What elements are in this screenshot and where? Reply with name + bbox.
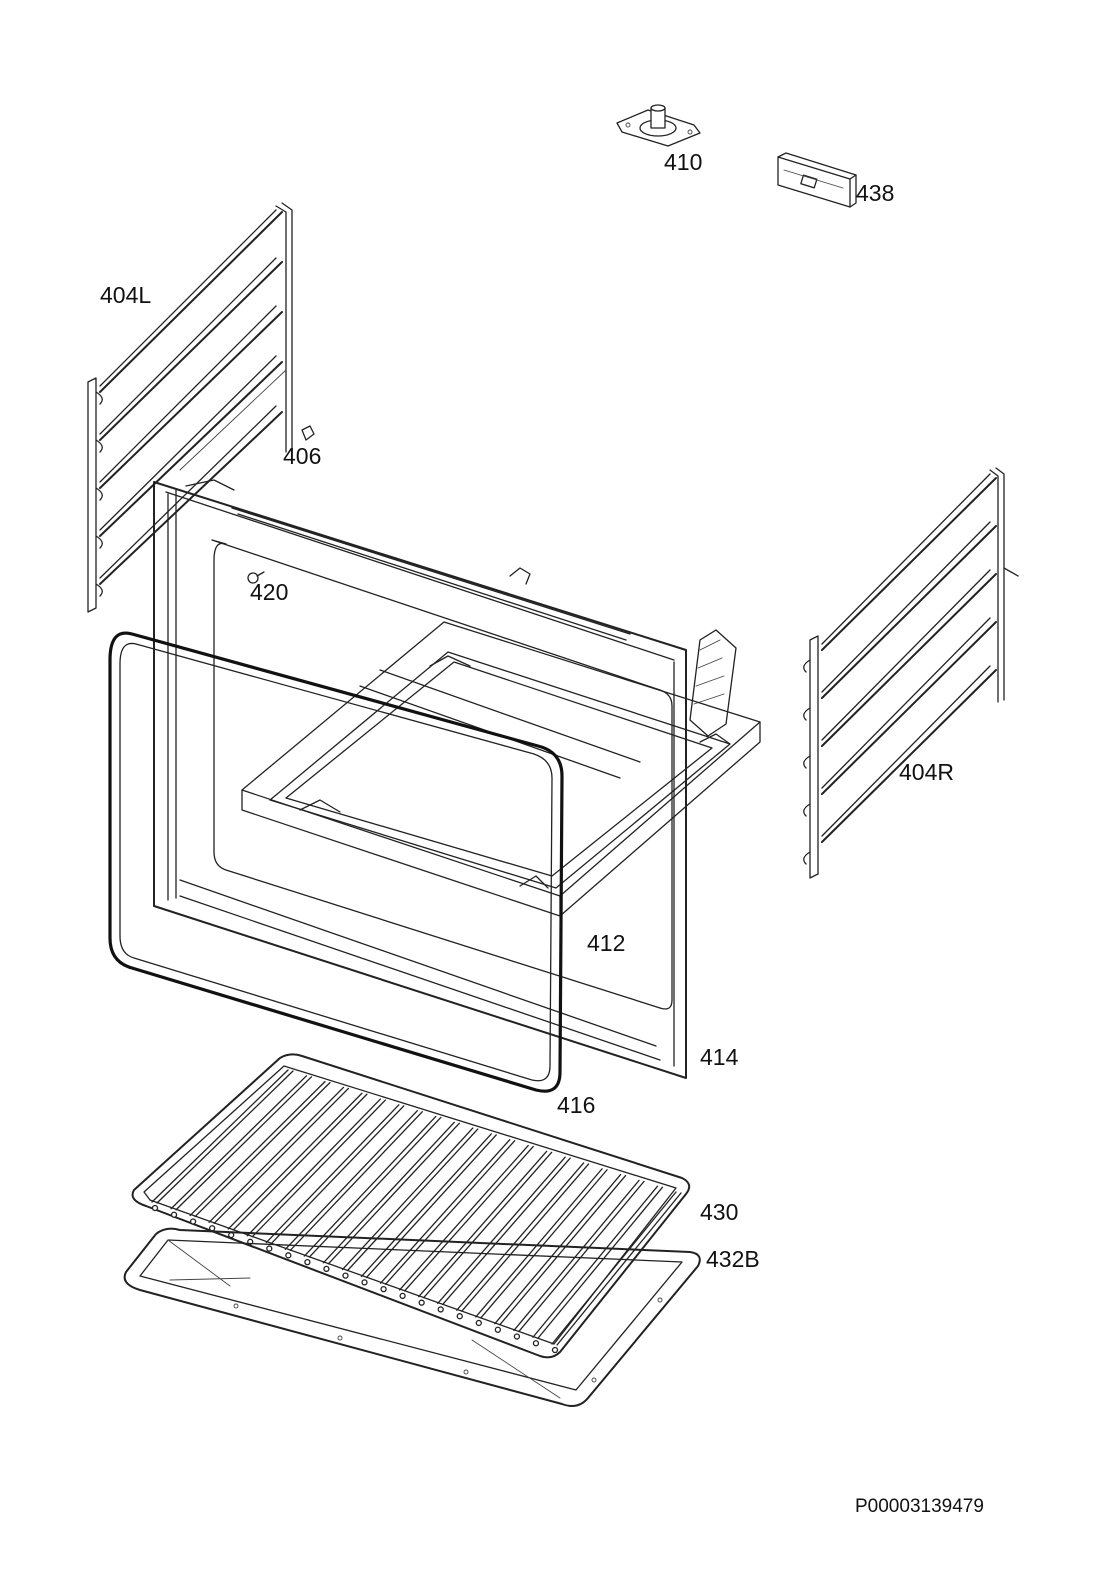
grid-bar bbox=[284, 1110, 423, 1251]
part-438-drawing bbox=[777, 152, 857, 208]
part-420-drawing bbox=[247, 571, 265, 584]
grid-bar bbox=[494, 1173, 627, 1326]
grid-bar bbox=[246, 1098, 387, 1238]
label-406: 406 bbox=[283, 443, 322, 469]
grid-bar bbox=[551, 1191, 682, 1346]
grid-bar bbox=[189, 1080, 331, 1218]
grid-bar bbox=[475, 1168, 608, 1319]
grid-bar-end bbox=[170, 1211, 178, 1218]
grid-bar-end bbox=[285, 1252, 292, 1259]
part-416-drawing bbox=[108, 631, 564, 1093]
grid-bar-end bbox=[342, 1272, 349, 1279]
grid-bar-end bbox=[228, 1231, 235, 1239]
grid-bar-end bbox=[475, 1319, 482, 1327]
grid-bar bbox=[322, 1121, 460, 1265]
grid-bar bbox=[151, 1069, 294, 1204]
grid-bar bbox=[456, 1162, 590, 1312]
grid-bar bbox=[418, 1150, 553, 1299]
label-430: 430 bbox=[700, 1199, 739, 1225]
grid-bar-end bbox=[456, 1313, 463, 1320]
part-406-drawing bbox=[301, 425, 315, 441]
grid-bar bbox=[513, 1179, 645, 1333]
label-438: 438 bbox=[856, 180, 895, 206]
grid-bar-end bbox=[551, 1346, 559, 1354]
grid-bar bbox=[360, 1133, 497, 1279]
label-404R: 404R bbox=[899, 759, 954, 785]
grid-bar-end bbox=[304, 1258, 311, 1266]
grid-bar bbox=[227, 1092, 368, 1231]
grid-bar-end bbox=[151, 1204, 159, 1212]
grid-bar-end bbox=[208, 1225, 216, 1232]
grid-bar-end bbox=[532, 1340, 540, 1347]
grid-bar bbox=[265, 1104, 405, 1245]
grid-bar-end bbox=[418, 1299, 425, 1306]
grid-bar bbox=[208, 1086, 350, 1224]
grid-bar bbox=[170, 1075, 313, 1211]
label-410: 410 bbox=[664, 149, 703, 175]
label-404L: 404L bbox=[100, 282, 152, 308]
grid-bar-end bbox=[323, 1265, 330, 1273]
grid-bar-end bbox=[380, 1285, 387, 1293]
label-412: 412 bbox=[587, 930, 626, 956]
label-416: 416 bbox=[557, 1092, 596, 1118]
grid-bar-end bbox=[494, 1326, 502, 1333]
part-410-drawing bbox=[616, 104, 701, 147]
grid-bar-end bbox=[361, 1279, 368, 1286]
grid-bar bbox=[532, 1185, 664, 1339]
document-id: P00003139479 bbox=[855, 1496, 984, 1517]
label-420: 420 bbox=[250, 579, 289, 605]
part-432B-drawing bbox=[123, 1227, 701, 1407]
grid-bar bbox=[303, 1115, 442, 1258]
grid-bar bbox=[437, 1156, 571, 1306]
part-404R-drawing bbox=[803, 467, 1019, 879]
part-412-drawing bbox=[241, 621, 761, 917]
label-414: 414 bbox=[700, 1044, 739, 1070]
grid-bar-end bbox=[399, 1292, 406, 1300]
grid-bar bbox=[398, 1144, 534, 1292]
grid-bar-end bbox=[513, 1333, 521, 1340]
label-432B: 432B bbox=[706, 1246, 760, 1272]
part-414-drawing bbox=[153, 479, 737, 1079]
grid-bar-end bbox=[189, 1218, 197, 1225]
part-404L-drawing bbox=[87, 202, 293, 613]
grid-bar-end bbox=[266, 1245, 273, 1252]
grid-bar bbox=[379, 1139, 516, 1285]
part-430-drawing bbox=[131, 1053, 691, 1359]
grid-bar bbox=[341, 1127, 479, 1272]
grid-bar-end bbox=[437, 1306, 444, 1313]
